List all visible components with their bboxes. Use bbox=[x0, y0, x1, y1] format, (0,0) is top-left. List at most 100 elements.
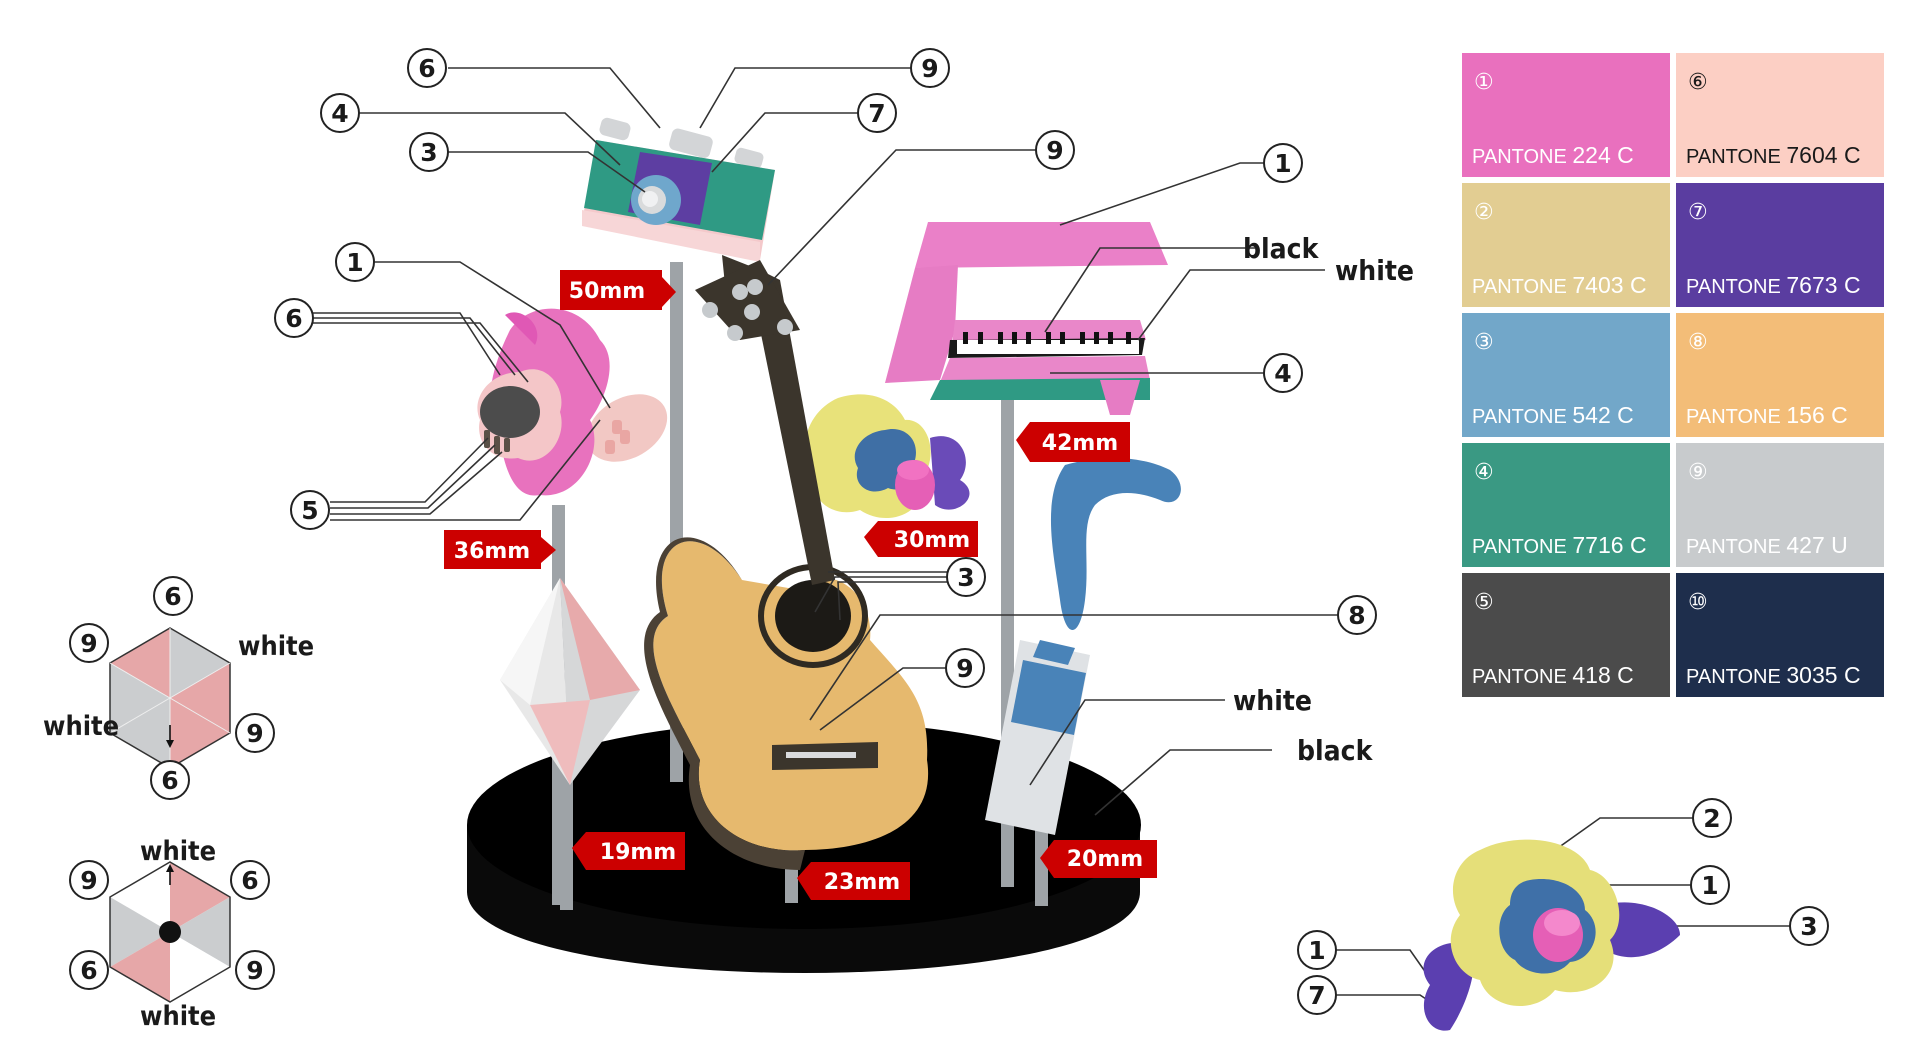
svg-text:20mm: 20mm bbox=[1067, 847, 1143, 872]
callout-piano-4: 4 bbox=[1263, 353, 1303, 393]
svg-text:42mm: 42mm bbox=[1042, 431, 1118, 456]
middle-flower-figure bbox=[805, 394, 970, 519]
callout-guitar-3: 3 bbox=[946, 557, 986, 597]
callout-hex2-left-bottom: 6 bbox=[69, 950, 109, 990]
swatch-number: ② bbox=[1474, 200, 1494, 225]
svg-text:1: 1 bbox=[1308, 936, 1325, 965]
swatch-number: ① bbox=[1474, 70, 1494, 95]
callout-flower-1: 1 bbox=[335, 242, 375, 282]
tag-diamond-height: 19mm bbox=[572, 832, 685, 870]
svg-text:1: 1 bbox=[346, 248, 363, 277]
callout-detail-3: 3 bbox=[1789, 906, 1829, 946]
swatch-color bbox=[1462, 573, 1670, 697]
swatch-color bbox=[1676, 313, 1884, 437]
tag-tube-height: 20mm bbox=[1040, 840, 1157, 878]
swatch-number: ④ bbox=[1474, 460, 1494, 485]
callout-flower-6: 6 bbox=[274, 298, 314, 338]
label-hex1-white-left: white bbox=[43, 711, 119, 742]
piano-figure bbox=[885, 222, 1168, 415]
svg-text:9: 9 bbox=[80, 629, 97, 658]
swatch-color bbox=[1462, 53, 1670, 177]
callout-detail-2: 2 bbox=[1692, 798, 1732, 838]
svg-text:2: 2 bbox=[1703, 804, 1720, 833]
label-hex2-white-bottom: white bbox=[140, 1001, 216, 1032]
svg-text:3: 3 bbox=[420, 138, 437, 167]
swatch: ④ PANTONE 7716 C bbox=[1462, 443, 1670, 567]
swatch-pantone-code: PANTONE 7403 C bbox=[1472, 272, 1647, 298]
tag-camera-height: 50mm bbox=[560, 270, 676, 310]
swatch-number: ⑨ bbox=[1688, 460, 1708, 485]
svg-text:1: 1 bbox=[1701, 871, 1718, 900]
swatch-pantone-code: PANTONE 156 C bbox=[1686, 402, 1848, 428]
swatch: ② PANTONE 7403 C bbox=[1462, 183, 1670, 307]
callout-hex1-bottom: 6 bbox=[150, 760, 190, 800]
svg-text:5: 5 bbox=[301, 496, 318, 525]
word-labels: black white white black white white whit… bbox=[43, 232, 1414, 1032]
swatch-number: ⑤ bbox=[1474, 590, 1494, 615]
callout-guitar-9: 9 bbox=[945, 648, 985, 688]
svg-text:9: 9 bbox=[921, 54, 938, 83]
label-hex2-white-top: white bbox=[140, 836, 216, 867]
svg-text:23mm: 23mm bbox=[824, 870, 900, 895]
swatch-pantone-code: PANTONE 418 C bbox=[1472, 662, 1634, 688]
guitar-figure bbox=[644, 255, 929, 870]
svg-text:9: 9 bbox=[1046, 136, 1063, 165]
svg-text:4: 4 bbox=[1274, 359, 1291, 388]
callout-piano-1: 1 bbox=[1263, 143, 1303, 183]
swatch-color bbox=[1462, 313, 1670, 437]
diamond-figure bbox=[500, 578, 640, 785]
label-hex1-white-right: white bbox=[238, 631, 314, 662]
label-tube-white: white bbox=[1233, 684, 1312, 717]
svg-text:6: 6 bbox=[418, 54, 435, 83]
svg-text:6: 6 bbox=[161, 766, 178, 795]
swatch-pantone-code: PANTONE 7673 C bbox=[1686, 272, 1861, 298]
callout-hex1-top: 6 bbox=[153, 576, 193, 616]
callout-camera-7: 7 bbox=[857, 93, 897, 133]
tag-left-flower-height: 36mm bbox=[444, 530, 556, 569]
height-tags: 50mm 42mm 36mm 30mm 19mm 23mm 20mm bbox=[444, 270, 1157, 900]
swatch-color bbox=[1676, 53, 1884, 177]
callout-camera-6: 6 bbox=[407, 48, 447, 88]
callout-detail-1b: 1 bbox=[1297, 930, 1337, 970]
callout-guitar-8: 8 bbox=[1337, 595, 1377, 635]
callout-guitar-9-top: 9 bbox=[1035, 130, 1075, 170]
callout-hex2-right-bottom: 9 bbox=[235, 950, 275, 990]
callout-camera-4: 4 bbox=[320, 93, 360, 133]
swatch-pantone-code: PANTONE 7716 C bbox=[1472, 532, 1647, 558]
label-piano-white: white bbox=[1335, 254, 1414, 287]
tag-guitar-height: 23mm bbox=[797, 862, 910, 900]
svg-text:9: 9 bbox=[246, 719, 263, 748]
label-piano-black: black bbox=[1243, 232, 1320, 265]
svg-text:9: 9 bbox=[246, 956, 263, 985]
callout-detail-1: 1 bbox=[1690, 865, 1730, 905]
label-base-black: black bbox=[1297, 734, 1374, 767]
svg-text:7: 7 bbox=[1308, 981, 1325, 1010]
svg-text:8: 8 bbox=[1348, 601, 1365, 630]
tag-piano-height: 42mm bbox=[1016, 422, 1130, 462]
swatch: ① PANTONE 224 C bbox=[1462, 53, 1670, 177]
swatch-number: ③ bbox=[1474, 330, 1494, 355]
detail-flower-figure bbox=[1423, 839, 1680, 1031]
callout-hex1-right: 9 bbox=[235, 713, 275, 753]
swatch-number: ⑩ bbox=[1688, 590, 1708, 615]
swatch-number: ⑥ bbox=[1688, 70, 1708, 95]
hexagon-1 bbox=[109, 627, 231, 769]
svg-text:50mm: 50mm bbox=[569, 279, 645, 304]
svg-text:6: 6 bbox=[164, 582, 181, 611]
callout-hex2-right-top: 6 bbox=[230, 860, 270, 900]
svg-text:9: 9 bbox=[80, 866, 97, 895]
hexagon-2 bbox=[109, 861, 231, 1003]
paint-tube-figure bbox=[985, 458, 1181, 835]
swatch-pantone-code: PANTONE 7604 C bbox=[1686, 142, 1861, 168]
camera-figure bbox=[582, 117, 775, 262]
tag-middle-flower-height: 30mm bbox=[864, 521, 978, 557]
callout-hex1-left: 9 bbox=[69, 623, 109, 663]
swatch-pantone-code: PANTONE 224 C bbox=[1472, 142, 1634, 168]
